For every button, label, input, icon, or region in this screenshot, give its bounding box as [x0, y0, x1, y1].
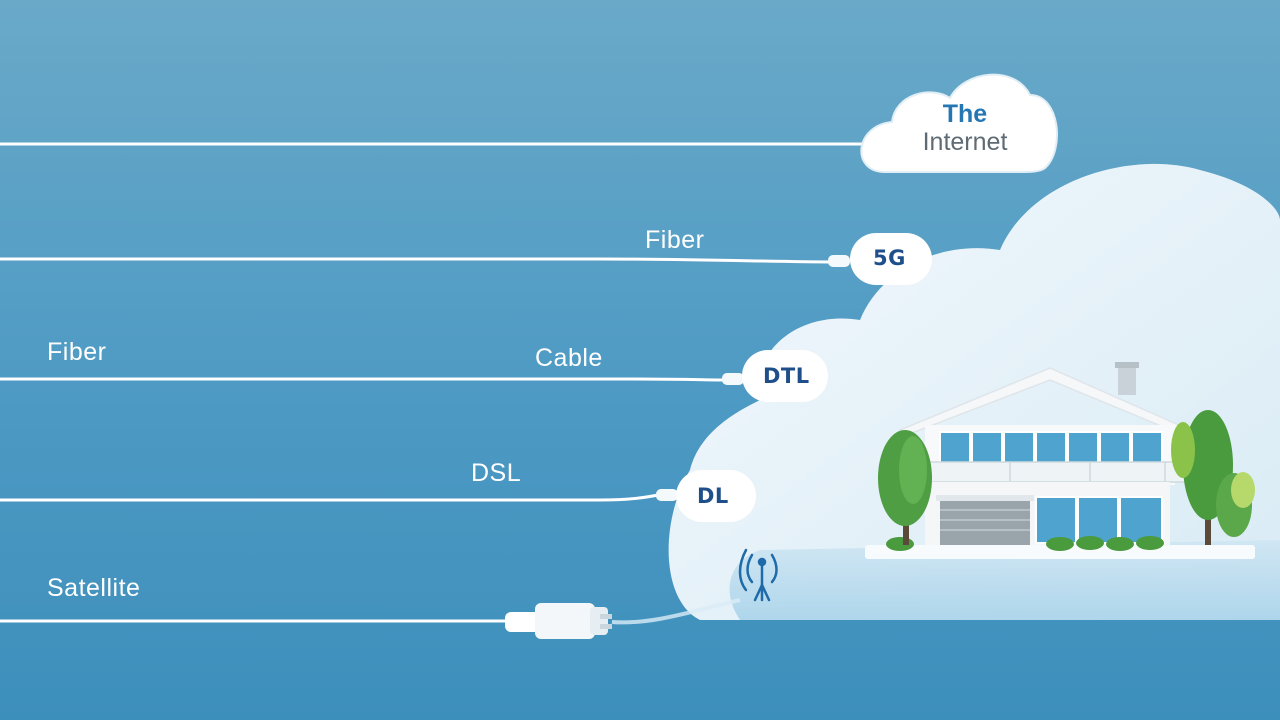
tree-icon: [878, 430, 932, 545]
label-satellite: Satellite: [47, 574, 141, 602]
connector-bubbles: [676, 233, 932, 522]
badge-dtl: DTL: [763, 364, 810, 388]
internet-cloud-title-line2: Internet: [922, 128, 1008, 156]
label-fiber-upper: Fiber: [645, 226, 705, 254]
tree-icon: [1171, 410, 1255, 545]
badge-dtl-bubble: [742, 350, 828, 402]
badge-dl-bubble: [676, 470, 756, 522]
cable-plug-icon: [505, 598, 741, 639]
house-icon: [865, 362, 1255, 559]
internet-cloud-title-line1: The: [942, 100, 988, 128]
line-fiber-upper: [0, 257, 837, 264]
label-dsl: DSL: [471, 459, 522, 487]
antenna-icon: [738, 548, 778, 602]
connector-nubs: [656, 255, 850, 501]
badge-5g-bubble: [850, 233, 932, 285]
label-fiber-left: Fiber: [47, 338, 107, 366]
badge-5g: 5G: [873, 246, 906, 270]
line-cable: [0, 377, 730, 382]
label-cable: Cable: [535, 344, 603, 372]
badge-dl: DL: [697, 484, 729, 508]
internet-cloud-icon: [860, 73, 1058, 173]
